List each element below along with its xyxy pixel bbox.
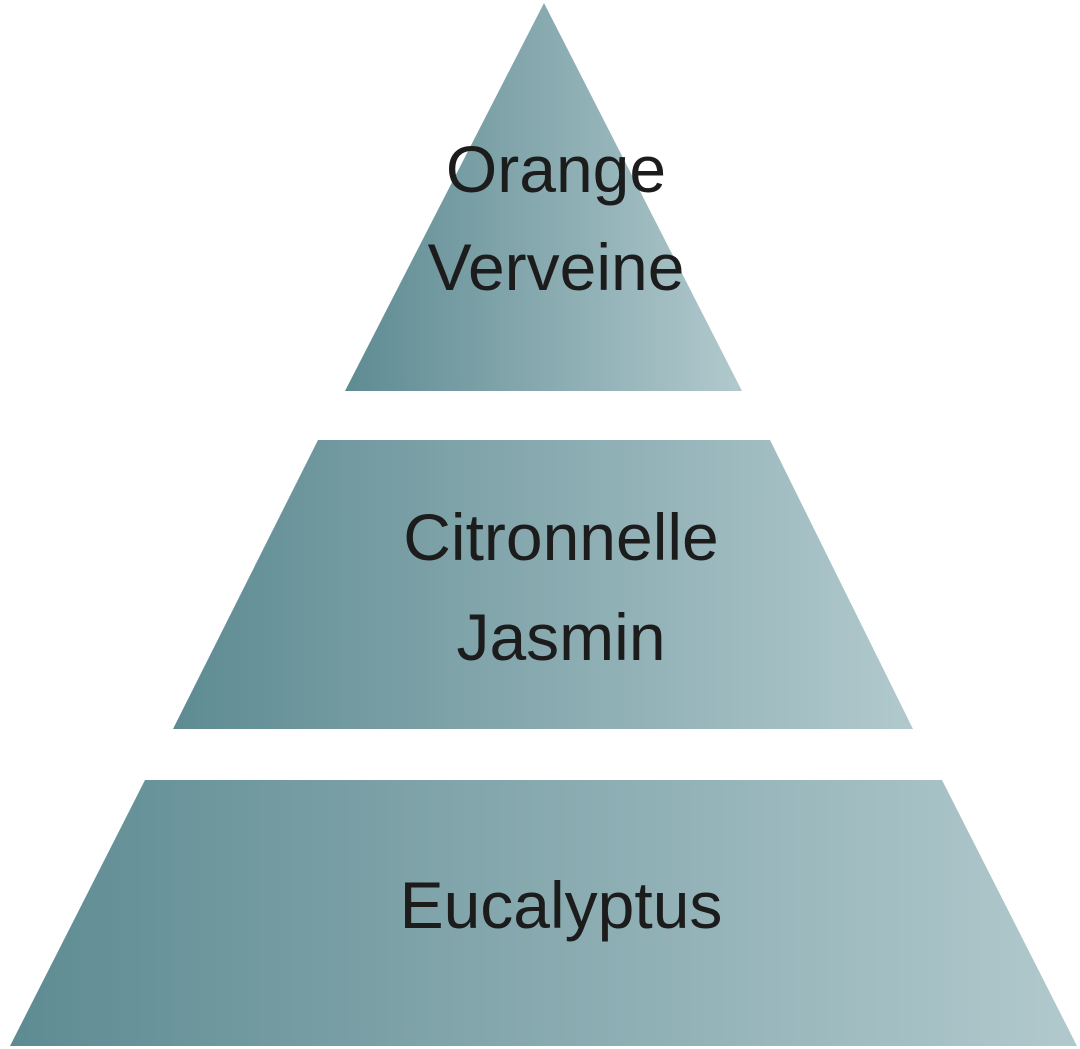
tier-base-line-1: Eucalyptus (400, 868, 723, 942)
tier-middle-shape (173, 440, 913, 729)
tier-middle: Citronnelle Jasmin (173, 440, 913, 729)
tier-top-shape (345, 3, 742, 391)
tier-top: Orange Verveine (345, 3, 742, 391)
tier-base: Eucalyptus (10, 780, 1077, 1046)
tier-base-shape (10, 780, 1077, 1046)
tier-top-line-1: Orange (446, 132, 666, 206)
tier-middle-line-2: Jasmin (456, 600, 665, 674)
tier-middle-line-1: Citronnelle (403, 500, 719, 574)
tier-top-line-2: Verveine (428, 230, 685, 304)
